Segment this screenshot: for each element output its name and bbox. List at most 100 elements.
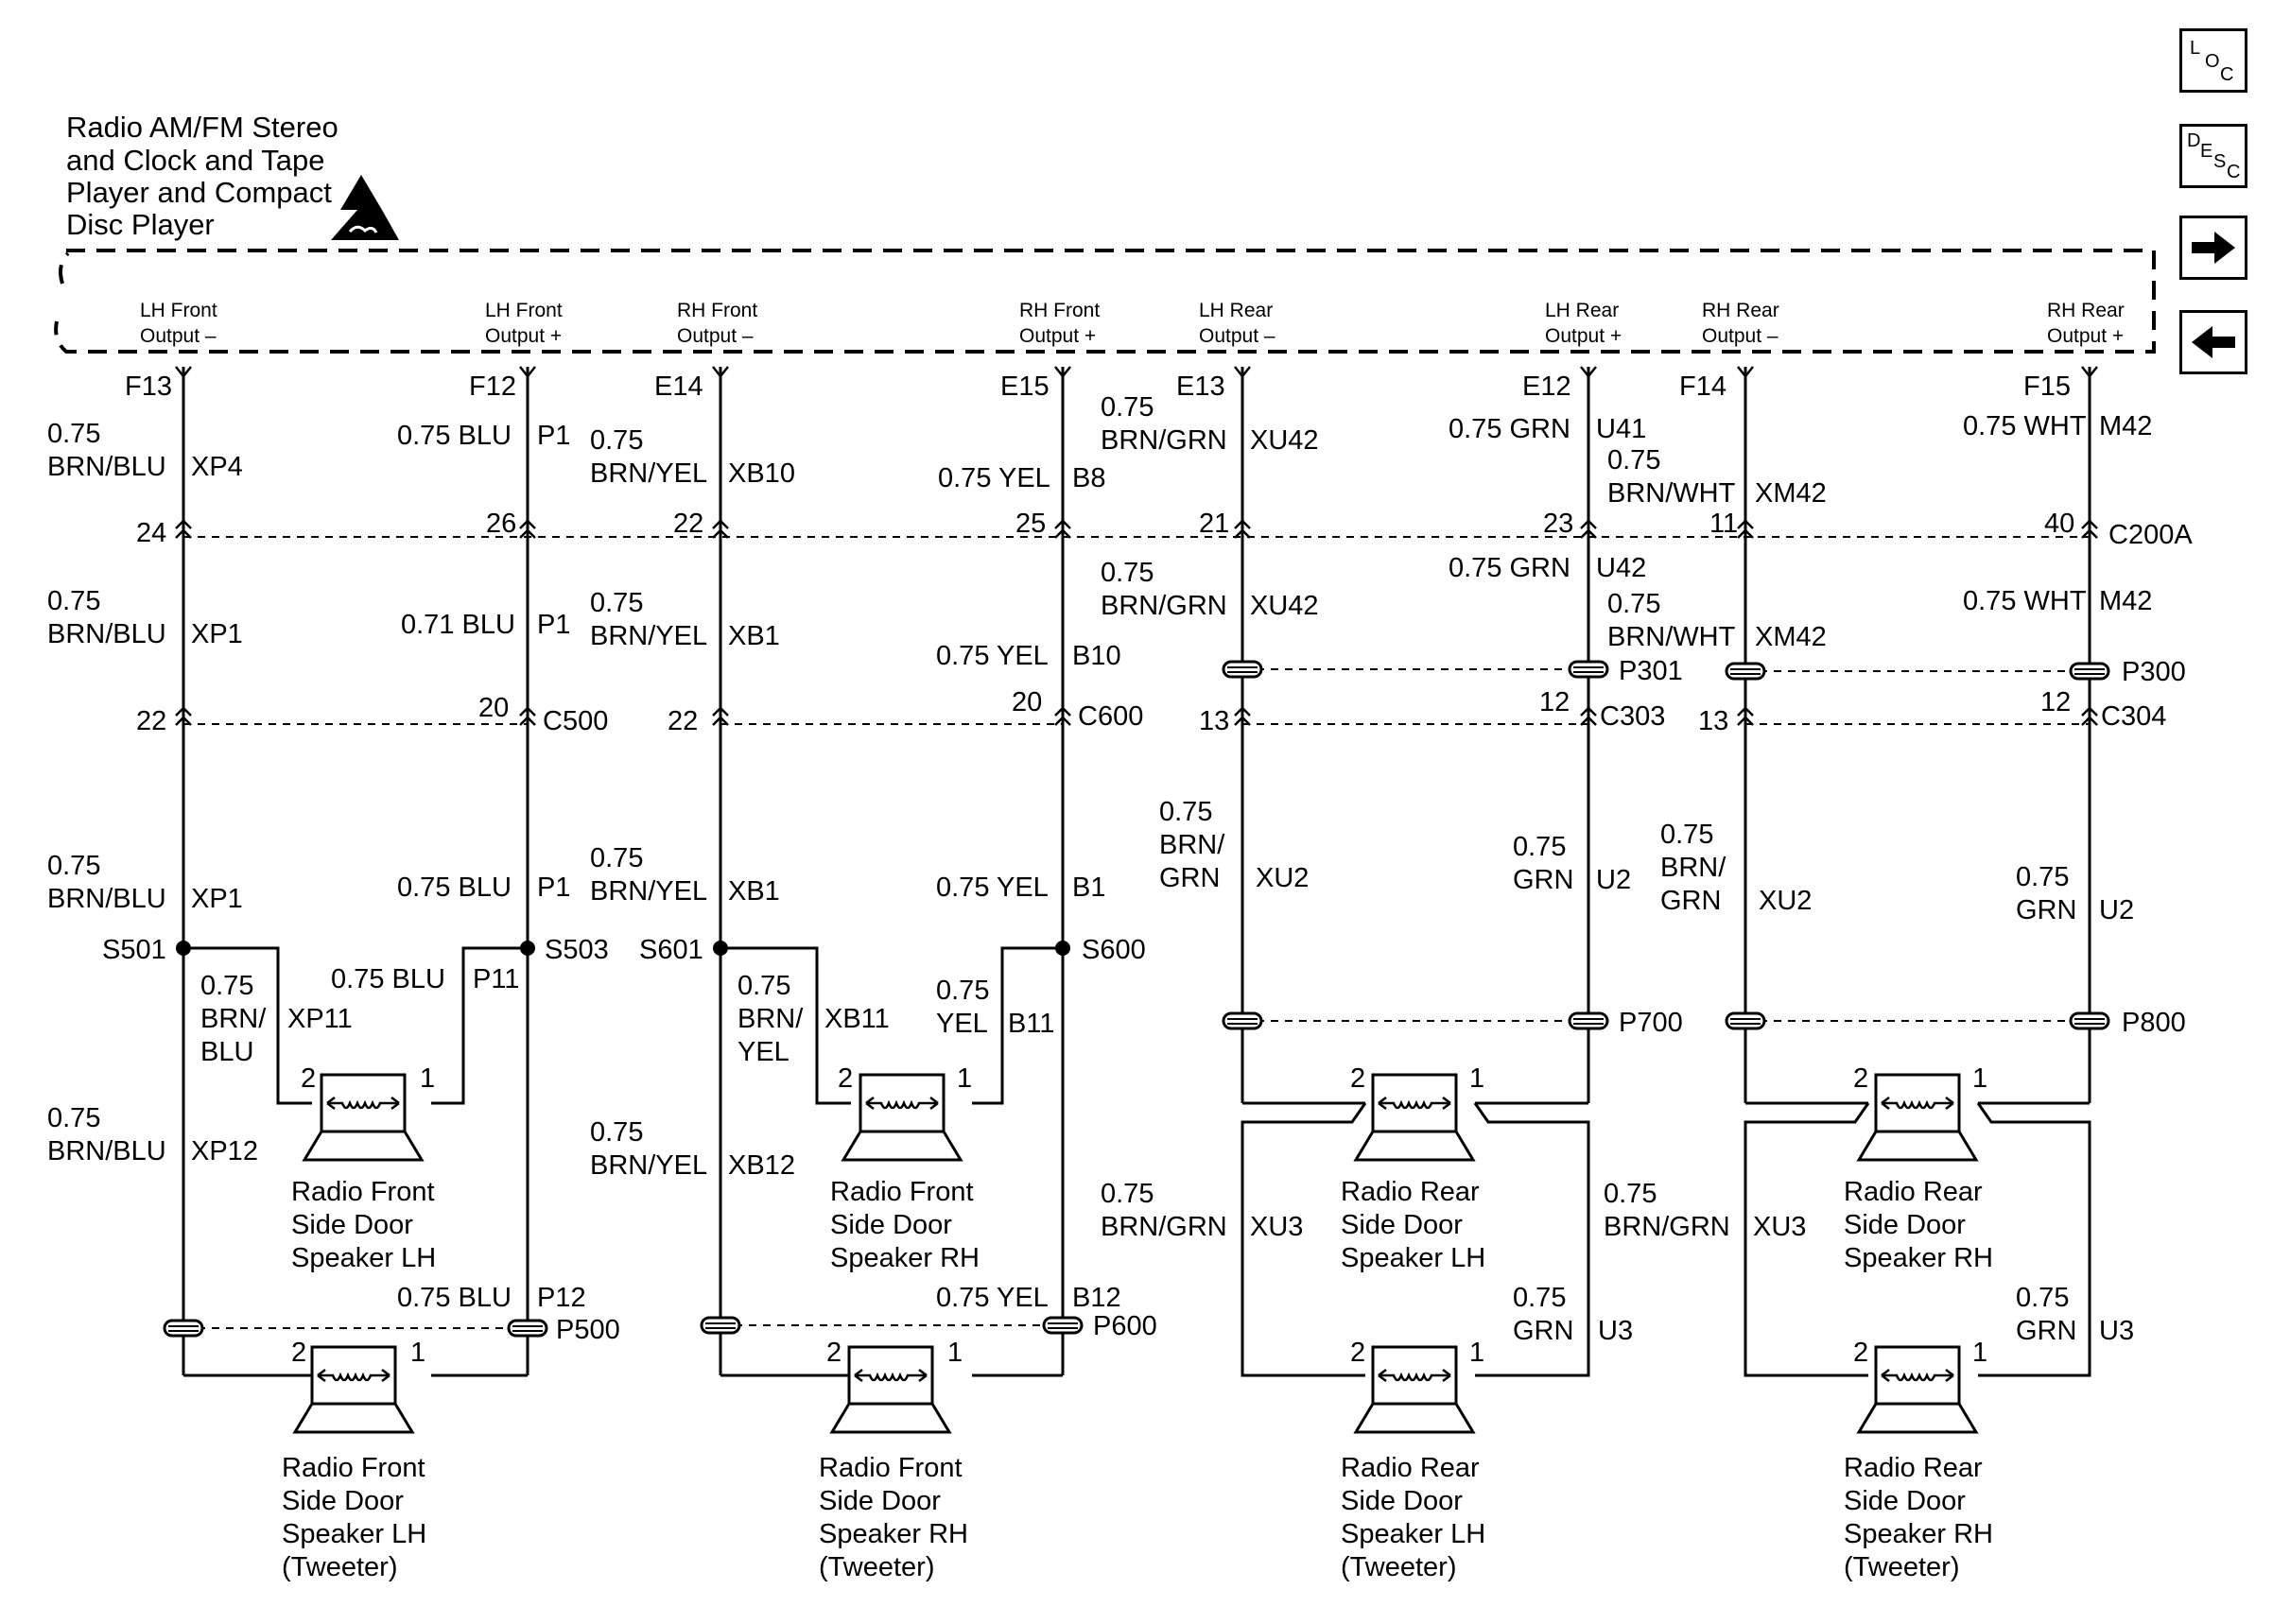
svg-text:2: 2 bbox=[301, 1063, 316, 1094]
svg-text:0.71 BLU: 0.71 BLU bbox=[401, 610, 515, 640]
svg-text:LH Rear: LH Rear bbox=[1545, 300, 1619, 321]
svg-text:0.75: 0.75 bbox=[200, 971, 253, 1001]
next-page-button[interactable] bbox=[2179, 216, 2247, 280]
svg-text:Output –: Output – bbox=[140, 325, 217, 347]
svg-text:0.75: 0.75 bbox=[590, 843, 643, 873]
svg-text:0.75 BLU: 0.75 BLU bbox=[397, 421, 512, 451]
svg-text:BRN/GRN: BRN/GRN bbox=[1101, 425, 1227, 456]
svg-text:20: 20 bbox=[478, 693, 509, 723]
svg-text:E15: E15 bbox=[1000, 371, 1050, 402]
speaker-rear-lh: 2 1 Radio Rear Side Door Speaker LH bbox=[1341, 1063, 1485, 1273]
svg-text:2: 2 bbox=[838, 1063, 853, 1094]
svg-text:P800: P800 bbox=[2122, 1008, 2186, 1038]
svg-text:0.75: 0.75 bbox=[47, 1103, 100, 1133]
speaker-rear-rh: 2 1 Radio Rear Side Door Speaker RH bbox=[1844, 1063, 1993, 1273]
svg-text:0.75: 0.75 bbox=[1513, 832, 1566, 862]
svg-text:1: 1 bbox=[410, 1338, 425, 1368]
svg-text:Radio Rear: Radio Rear bbox=[1341, 1453, 1480, 1483]
desc-button[interactable]: D E S C bbox=[2179, 124, 2247, 188]
connector-c303: 13 12 C303 bbox=[1199, 687, 1665, 736]
svg-text:XM42: XM42 bbox=[1755, 478, 1827, 509]
svg-text:C303: C303 bbox=[1600, 701, 1665, 732]
svg-text:XU2: XU2 bbox=[1759, 886, 1812, 916]
svg-text:XM42: XM42 bbox=[1755, 622, 1827, 652]
svg-text:25: 25 bbox=[1015, 509, 1046, 539]
svg-text:2: 2 bbox=[1350, 1338, 1365, 1368]
svg-text:YEL: YEL bbox=[936, 1009, 988, 1039]
svg-text:0.75: 0.75 bbox=[590, 425, 643, 456]
loc-button[interactable]: L O C bbox=[2179, 28, 2247, 93]
svg-text:1: 1 bbox=[947, 1338, 963, 1368]
svg-text:U3: U3 bbox=[2099, 1316, 2134, 1346]
svg-text:Radio Front: Radio Front bbox=[291, 1177, 435, 1207]
module-title: Radio AM/FM Stereo and Clock and Tape Pl… bbox=[66, 111, 338, 241]
svg-text:1: 1 bbox=[1469, 1063, 1484, 1094]
svg-text:0.75 GRN: 0.75 GRN bbox=[1449, 553, 1570, 583]
svg-text:XU3: XU3 bbox=[1250, 1212, 1303, 1242]
svg-text:XP1: XP1 bbox=[191, 619, 243, 649]
svg-text:LH Front: LH Front bbox=[485, 300, 563, 321]
svg-text:GRN: GRN bbox=[1159, 863, 1220, 893]
shield-points: P301 P300 P700 P800 P500 P600 bbox=[163, 656, 2186, 1345]
svg-text:0.75 YEL: 0.75 YEL bbox=[938, 463, 1050, 493]
speaker-front-lh-tweeter: 2 1 Radio Front Side Door Speaker LH (Tw… bbox=[282, 1338, 426, 1582]
svg-text:BRN/: BRN/ bbox=[1660, 853, 1726, 883]
svg-text:Speaker LH: Speaker LH bbox=[291, 1243, 436, 1273]
svg-text:Output +: Output + bbox=[1545, 325, 1622, 347]
svg-text:P600: P600 bbox=[1093, 1311, 1157, 1341]
svg-text:F12: F12 bbox=[469, 371, 516, 402]
svg-text:Radio AM/FM Stereo: Radio AM/FM Stereo bbox=[66, 111, 338, 144]
svg-text:12: 12 bbox=[1539, 687, 1570, 717]
svg-text:BRN/YEL: BRN/YEL bbox=[590, 876, 707, 907]
svg-text:Speaker LH: Speaker LH bbox=[1341, 1243, 1485, 1273]
svg-text:22: 22 bbox=[136, 706, 166, 736]
svg-text:S501: S501 bbox=[102, 935, 166, 965]
svg-text:XB1: XB1 bbox=[728, 621, 780, 651]
svg-text:XB12: XB12 bbox=[728, 1150, 795, 1181]
svg-text:0.75: 0.75 bbox=[47, 586, 100, 616]
svg-text:P1: P1 bbox=[537, 610, 570, 640]
svg-text:BRN/BLU: BRN/BLU bbox=[47, 884, 166, 914]
svg-text:U41: U41 bbox=[1596, 414, 1646, 444]
svg-text:XU42: XU42 bbox=[1250, 591, 1319, 621]
svg-text:XB11: XB11 bbox=[824, 1004, 890, 1034]
pin-labels: F13 F12 E14 E15 E13 E12 F14 F15 bbox=[125, 371, 2071, 402]
svg-text:Speaker RH: Speaker RH bbox=[819, 1519, 968, 1549]
svg-text:0.75 WHT: 0.75 WHT bbox=[1963, 411, 2087, 441]
svg-text:0.75: 0.75 bbox=[737, 971, 790, 1001]
svg-text:13: 13 bbox=[1199, 706, 1229, 736]
svg-text:RH Front: RH Front bbox=[1019, 300, 1100, 321]
svg-text:P700: P700 bbox=[1619, 1008, 1683, 1038]
svg-text:BRN/YEL: BRN/YEL bbox=[590, 458, 707, 489]
svg-text:F13: F13 bbox=[125, 371, 172, 402]
svg-text:P300: P300 bbox=[2122, 657, 2186, 687]
svg-text:RH Rear: RH Rear bbox=[2047, 300, 2125, 321]
connector-c304: 13 12 C304 bbox=[1698, 687, 2166, 736]
svg-text:P11: P11 bbox=[473, 964, 519, 994]
svg-text:2: 2 bbox=[291, 1338, 306, 1368]
prev-page-button[interactable] bbox=[2179, 310, 2247, 374]
svg-text:E12: E12 bbox=[1522, 371, 1571, 402]
svg-text:BRN/YEL: BRN/YEL bbox=[590, 621, 707, 651]
svg-text:0.75 BLU: 0.75 BLU bbox=[397, 1283, 512, 1313]
svg-text:U3: U3 bbox=[1598, 1316, 1633, 1346]
svg-text:C200A: C200A bbox=[2108, 520, 2193, 550]
svg-text:1: 1 bbox=[1972, 1338, 1987, 1368]
svg-text:Radio Front: Radio Front bbox=[830, 1177, 974, 1207]
svg-text:2: 2 bbox=[1853, 1338, 1868, 1368]
svg-text:40: 40 bbox=[2044, 509, 2074, 539]
svg-text:P1: P1 bbox=[537, 872, 570, 903]
svg-text:0.75 BLU: 0.75 BLU bbox=[331, 964, 445, 994]
svg-text:XU3: XU3 bbox=[1753, 1212, 1806, 1242]
svg-text:B10: B10 bbox=[1072, 641, 1121, 671]
svg-text:0.75: 0.75 bbox=[1159, 797, 1212, 827]
svg-text:22: 22 bbox=[673, 509, 703, 539]
svg-text:XU42: XU42 bbox=[1250, 425, 1319, 456]
svg-text:XP12: XP12 bbox=[191, 1136, 258, 1166]
svg-text:XU2: XU2 bbox=[1256, 863, 1309, 893]
svg-text:12: 12 bbox=[2040, 687, 2071, 717]
svg-text:0.75: 0.75 bbox=[1604, 1179, 1657, 1209]
svg-text:Speaker RH: Speaker RH bbox=[1844, 1519, 1993, 1549]
svg-text:21: 21 bbox=[1199, 509, 1229, 539]
